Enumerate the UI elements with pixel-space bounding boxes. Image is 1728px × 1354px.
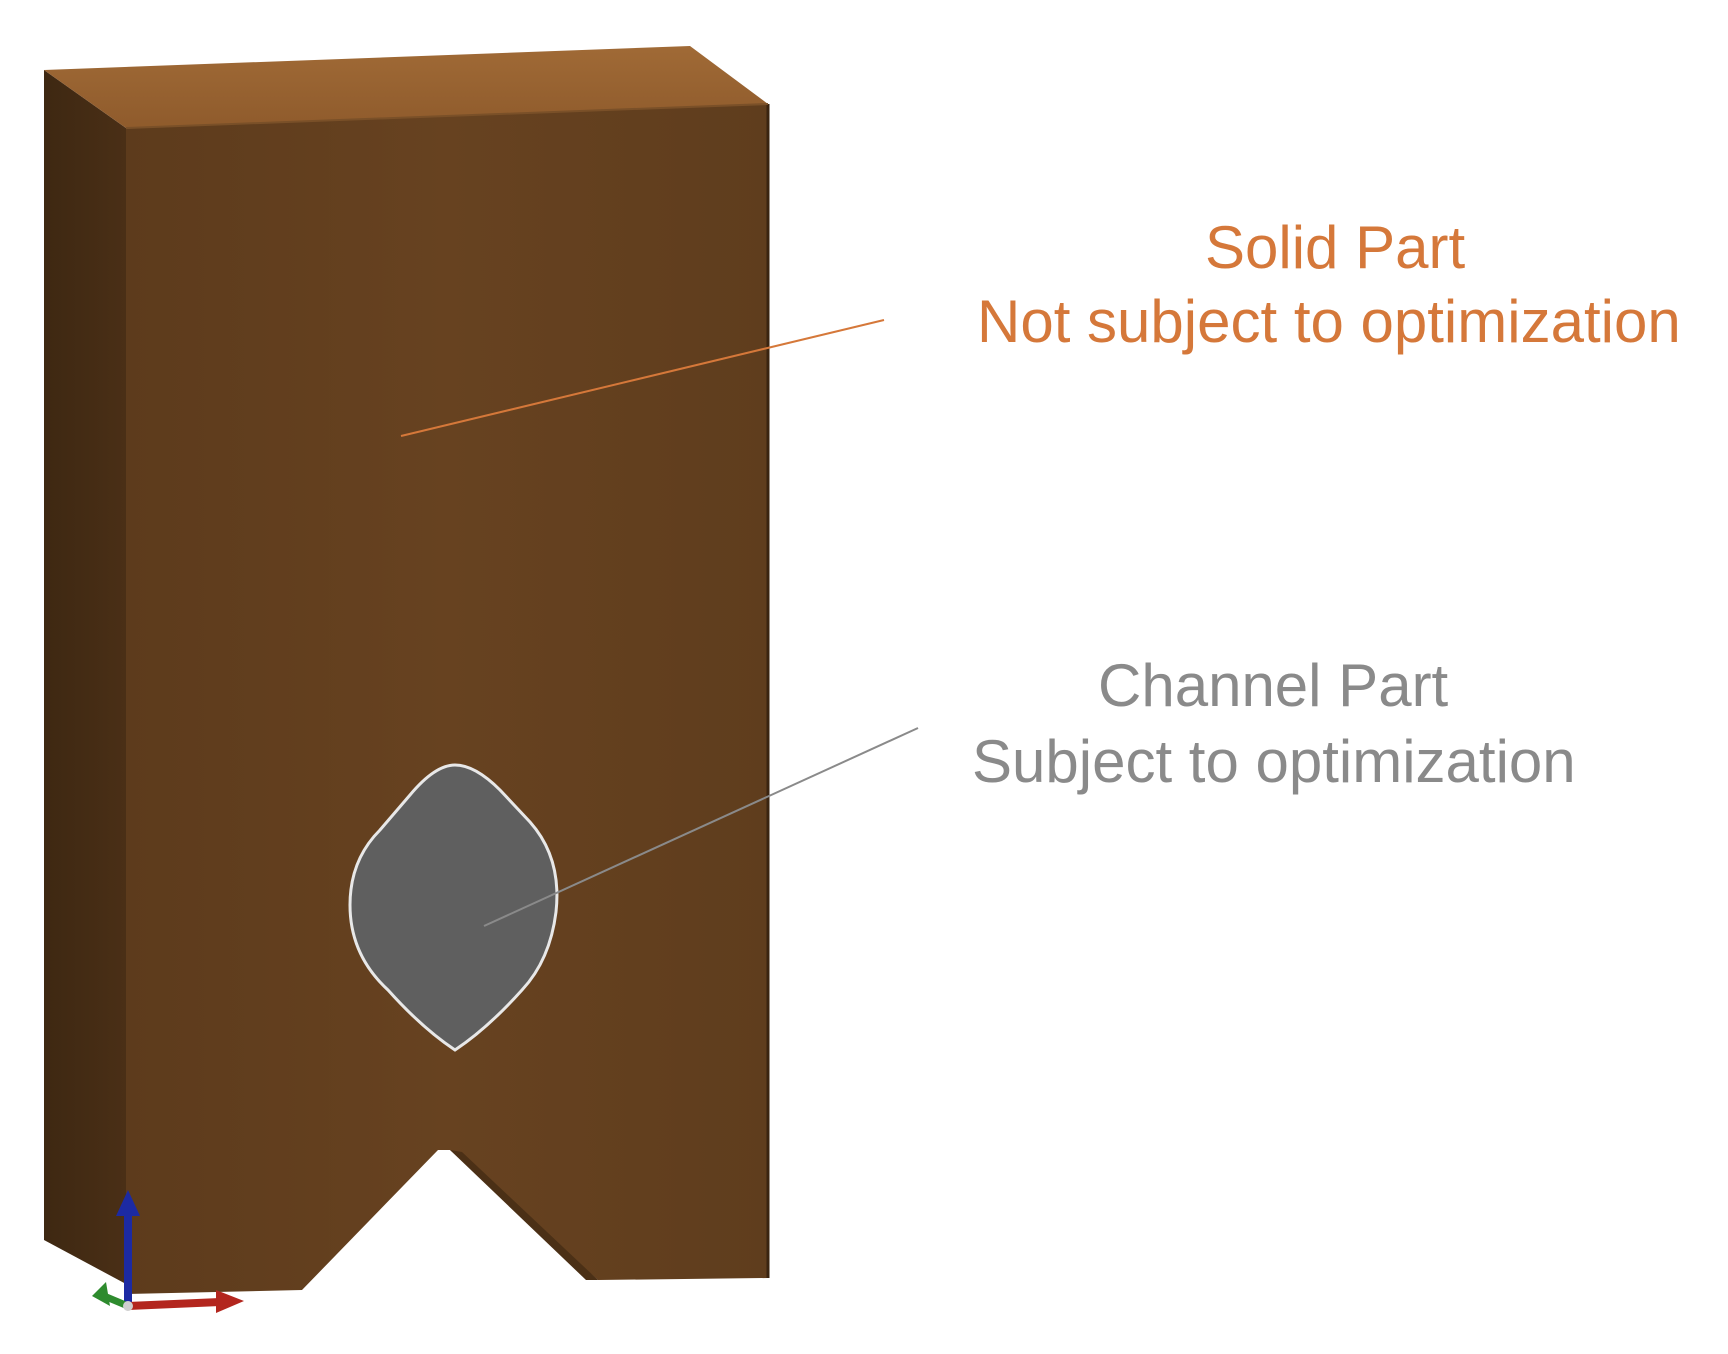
solid-part-subtitle: Not subject to optimization bbox=[977, 288, 1681, 355]
channel-part-title: Channel Part bbox=[1098, 652, 1449, 719]
block-side-face bbox=[44, 70, 126, 1284]
notch-bevel bbox=[450, 1150, 598, 1280]
channel-part bbox=[348, 763, 559, 1052]
channel-leader-line bbox=[483, 727, 919, 927]
solid-leader-line bbox=[400, 319, 885, 437]
block-front-face bbox=[126, 104, 768, 1294]
coordinate-triad-icon bbox=[92, 1190, 244, 1313]
solid-part-title: Solid Part bbox=[1205, 214, 1466, 281]
channel-part-subtitle: Subject to optimization bbox=[972, 728, 1576, 795]
block-edge bbox=[125, 103, 769, 129]
block-top-face bbox=[44, 46, 768, 128]
